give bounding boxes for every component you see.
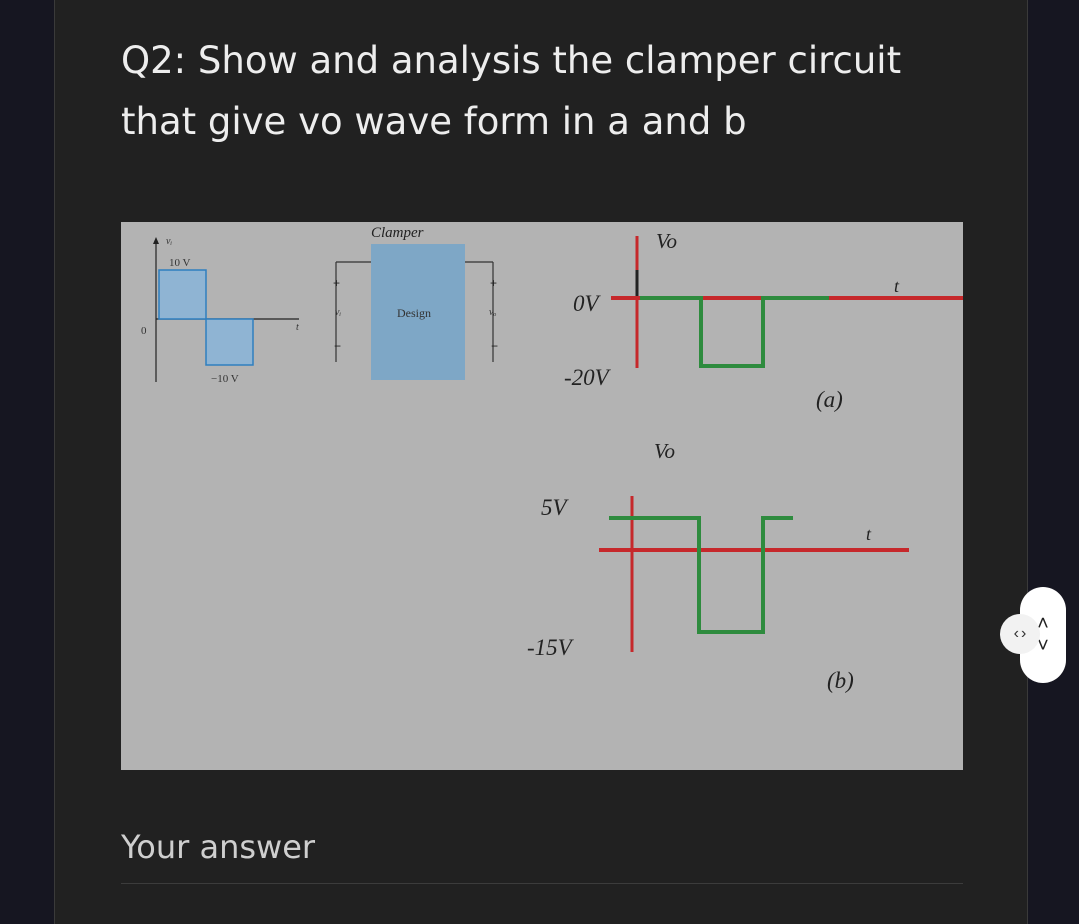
clamper-design-label: Design	[397, 306, 431, 320]
output-b-vo-label: Vo	[654, 439, 675, 463]
output-a-waveform	[640, 296, 887, 368]
output-a-neg-label: -20V	[564, 365, 612, 390]
input-neg-pulse	[205, 318, 254, 366]
chevron-right-icon[interactable]: ›	[1021, 625, 1027, 642]
figure-svg: vᵢ 10 V −10 V 0 t Clamper Design + vᵢ − …	[141, 225, 963, 693]
answer-input-underline[interactable]	[121, 883, 963, 884]
output-b: Vo 5V -15V t (b)	[527, 439, 909, 693]
output-b-caption: (b)	[827, 668, 854, 693]
question-card: Q2: Show and analysis the clamper circui…	[54, 0, 1028, 924]
input-pos-pulse	[158, 269, 207, 320]
clamper-design-box	[371, 244, 465, 380]
clamper-block: Clamper Design + vᵢ − + vₒ −	[333, 225, 498, 380]
nav-arrows[interactable]: ‹ ›	[1000, 614, 1040, 654]
input-pos-level: 10 V	[169, 257, 191, 269]
output-b-neg-label: -15V	[527, 635, 575, 660]
input-t-label: t	[296, 322, 299, 333]
input-origin: 0	[141, 325, 147, 337]
output-b-pos-label: 5V	[541, 495, 570, 520]
clamper-out-label: vₒ	[489, 307, 496, 318]
output-a-caption: (a)	[816, 387, 843, 412]
answer-label: Your answer	[121, 828, 316, 866]
chevron-down-icon[interactable]: ˅	[1037, 635, 1049, 657]
question-line-2: that give vo wave form in a and b	[121, 100, 747, 143]
clamper-out-minus: −	[491, 339, 498, 353]
clamper-in-label: vᵢ	[335, 307, 341, 318]
question-text: Q2: Show and analysis the clamper circui…	[121, 30, 981, 152]
output-a-t-label: t	[894, 276, 900, 296]
input-neg-level: −10 V	[211, 373, 239, 385]
input-axis-label: vᵢ	[166, 236, 172, 247]
clamper-title: Clamper	[371, 225, 424, 241]
output-a-vo-label: Vo	[656, 229, 677, 253]
input-y-arrow	[153, 237, 159, 244]
chevron-left-icon[interactable]: ‹	[1013, 625, 1019, 642]
input-waveform: vᵢ 10 V −10 V 0 t	[141, 236, 299, 385]
question-figure: vᵢ 10 V −10 V 0 t Clamper Design + vᵢ − …	[121, 222, 963, 770]
clamper-in-minus: −	[334, 339, 341, 353]
output-a: Vo 0V -20V t (a)	[564, 229, 963, 412]
question-line-1: Q2: Show and analysis the clamper circui…	[121, 39, 902, 82]
output-b-t-label: t	[866, 524, 872, 544]
output-a-zero-label: 0V	[573, 291, 602, 316]
chevron-up-icon[interactable]: ˄	[1037, 613, 1049, 635]
clamper-out-plus: +	[490, 276, 497, 290]
clamper-in-plus: +	[333, 276, 340, 290]
output-b-waveform	[609, 516, 793, 634]
